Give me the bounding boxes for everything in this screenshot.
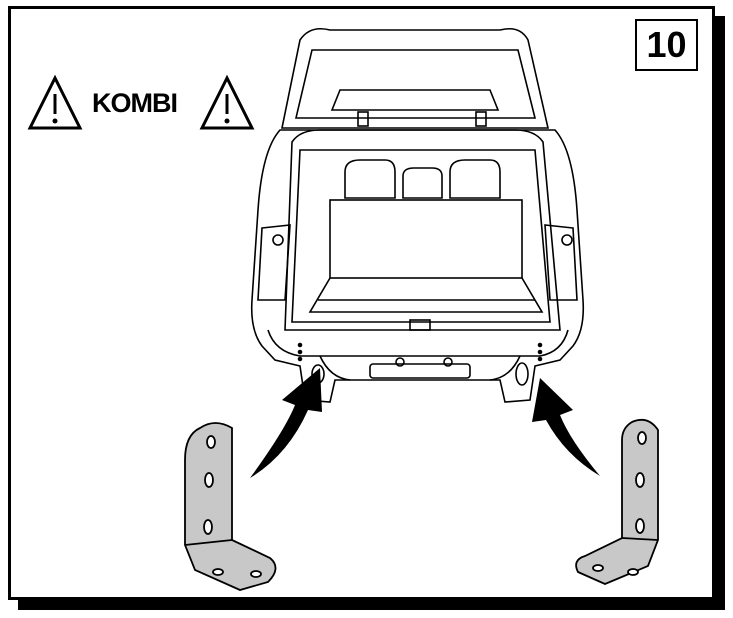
right-mounting-bracket <box>575 418 659 585</box>
warning-triangle-icon <box>27 74 83 130</box>
step-number-badge: 10 <box>635 19 698 71</box>
insertion-arrow-left <box>250 368 322 478</box>
warning-label: KOMBI <box>92 88 178 118</box>
car-rear-illustration <box>250 27 585 403</box>
warning-triangle-icon <box>199 74 255 130</box>
insertion-arrow-right <box>532 378 600 476</box>
left-mounting-bracket <box>184 422 277 591</box>
